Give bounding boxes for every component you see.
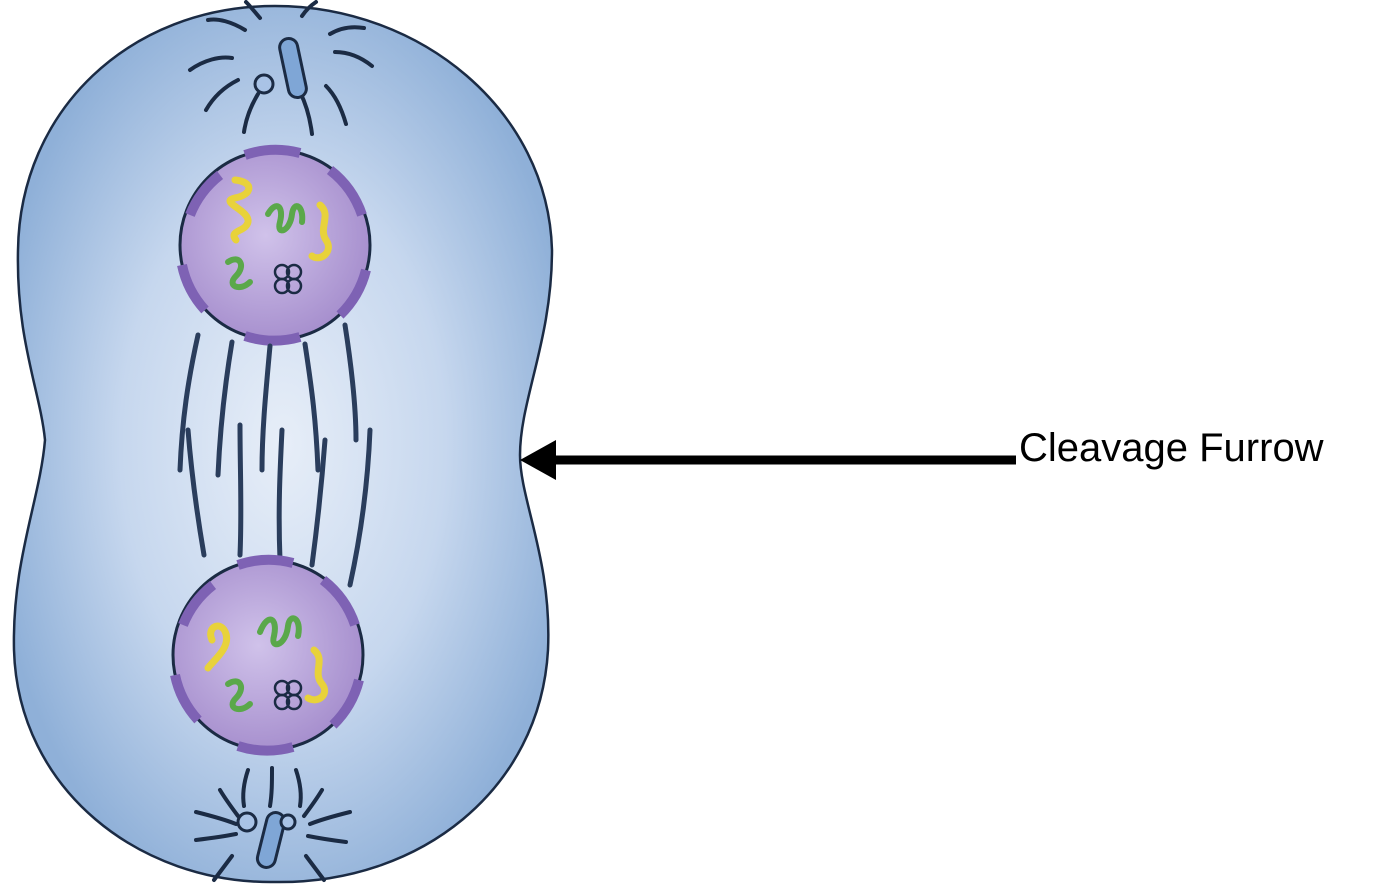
centriole-dot-bottom [238,813,256,831]
nucleus-bottom [173,560,363,751]
nucleus-top [180,150,370,341]
centriole-dot-top [255,75,273,93]
cleavage-furrow-label: Cleavage Furrow [1019,424,1324,472]
centriole-dot-bottom-2 [281,815,295,829]
cleavage-furrow-arrow [520,440,1016,480]
